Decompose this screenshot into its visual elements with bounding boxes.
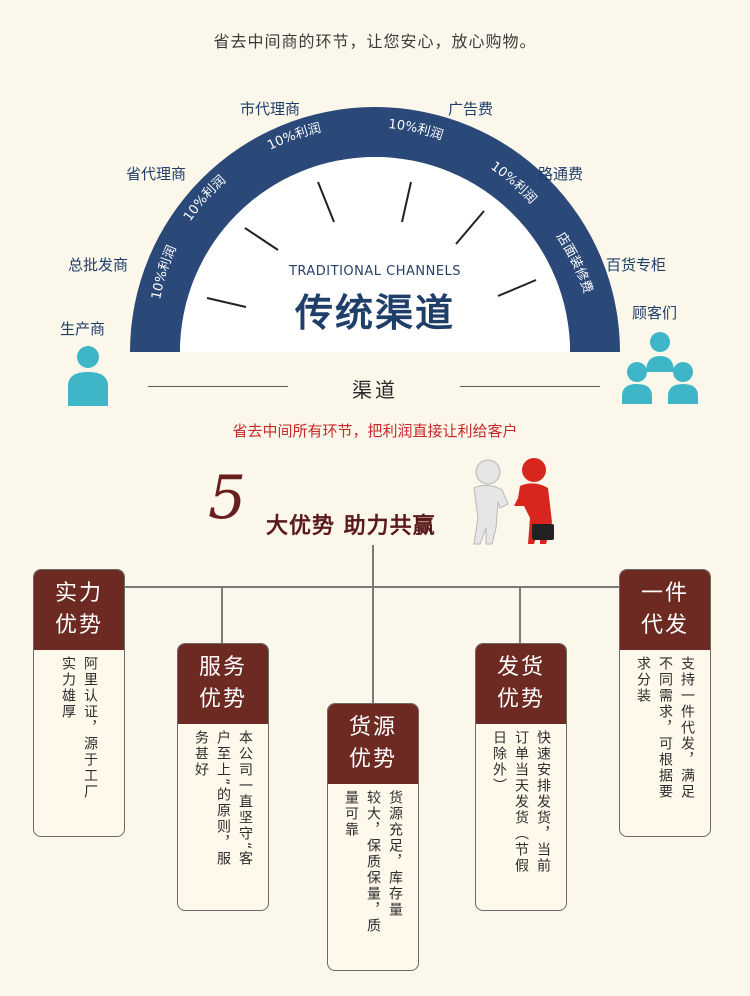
card-dropship: 一件代发 支持一件代发，满足 不同需求，可根据要 求分装: [619, 569, 711, 837]
card-service-title: 服务优势: [178, 644, 268, 724]
card-strength-text: 阿里认证，源于工厂: [82, 656, 98, 800]
tree-drop-shipping: [519, 586, 521, 644]
stage-producer: 生产商: [60, 320, 106, 338]
stage-wholesaler: 总批发商: [68, 256, 129, 274]
tagline: 省去中间商的环节，让您安心，放心购物。: [213, 32, 537, 51]
center-english-title: TRADITIONAL CHANNELS: [288, 264, 462, 279]
card-shipping-text: 订单当天发货（节假: [513, 730, 529, 874]
card-supply: 货源优势 货源充足，库存量 较大，保质保量，质 量可靠: [327, 703, 419, 971]
divider-right: [460, 386, 600, 387]
tree-branch: [78, 586, 666, 588]
card-dropship-title: 一件代发: [620, 570, 710, 650]
center-chinese-title: 传统渠道: [294, 291, 455, 335]
card-service-text: 户至上”的原则，服: [215, 730, 231, 868]
card-shipping-text: 日除外）: [491, 730, 507, 794]
customers-group-icon: [622, 332, 698, 404]
card-strength-title: 实力优势: [34, 570, 124, 650]
advantages-title: 大优势 助力共赢: [266, 514, 436, 539]
stage-customers: 顾客们: [632, 304, 678, 322]
stage-advertising: 广告费: [448, 100, 494, 118]
card-dropship-text: 不同需求，可根据要: [657, 656, 673, 800]
card-supply-text: 较大，保质保量，质: [365, 790, 381, 934]
card-dropship-text: 支持一件代发，满足: [679, 656, 695, 800]
card-shipping: 发货优势 快速安排发货，当前 订单当天发货（节假 日除外）: [475, 643, 567, 911]
card-supply-text: 货源充足，库存量: [387, 790, 403, 918]
producer-person-icon: [68, 346, 108, 406]
stage-department-store: 百货专柜: [606, 256, 667, 274]
tree-trunk: [372, 545, 374, 705]
advantages-number: 5: [208, 463, 247, 533]
card-shipping-text: 快速安排发货，当前: [535, 730, 551, 874]
divider-left: [148, 386, 288, 387]
traditional-channels-arc: 10%利润 10%利润 10%利润 10%利润 10%利润 店面装修费: [130, 107, 620, 352]
card-strength-text: 实力雄厚: [60, 656, 76, 720]
card-service-text: 本公司一直坚守“客: [237, 730, 253, 868]
handshake-figures-icon: [473, 458, 554, 545]
stage-provincial-agent: 省代理商: [126, 165, 187, 183]
card-supply-title: 货源优势: [328, 704, 418, 784]
arc-band: [130, 107, 620, 352]
tree-drop-service: [221, 586, 223, 644]
card-dropship-text: 求分装: [635, 656, 651, 704]
stage-city-agent: 市代理商: [240, 100, 301, 118]
channel-note: 省去中间所有环节，把利润直接让利给客户: [232, 422, 518, 440]
card-supply-text: 量可靠: [343, 790, 359, 838]
card-service: 服务优势 本公司一直坚守“客 户至上”的原则，服 务甚好: [177, 643, 269, 911]
card-shipping-title: 发货优势: [476, 644, 566, 724]
card-service-text: 务甚好: [193, 730, 209, 778]
channel-label: 渠道: [352, 378, 398, 402]
card-strength: 实力优势 阿里认证，源于工厂 实力雄厚: [33, 569, 125, 837]
stage-logistics: 路通费: [538, 165, 584, 183]
